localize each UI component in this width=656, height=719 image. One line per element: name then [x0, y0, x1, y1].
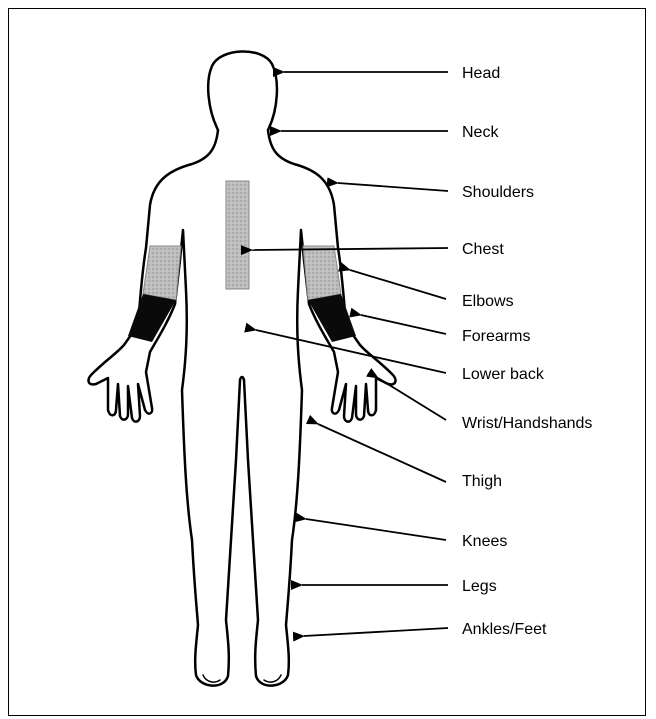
head-outline — [208, 51, 277, 130]
label-neck: Neck — [462, 124, 499, 141]
arrow-shoulders — [338, 183, 448, 191]
label-head: Head — [462, 65, 500, 82]
left-body-outline — [89, 130, 240, 686]
label-chest: Chest — [462, 241, 504, 258]
label-elbows: Elbows — [462, 293, 514, 310]
crotch-outline — [240, 377, 244, 380]
label-forearms: Forearms — [462, 328, 530, 345]
arrow-ankles-feet — [304, 628, 448, 636]
arrow-wrist-hands — [378, 378, 446, 420]
label-legs: Legs — [462, 578, 497, 595]
right-upper-arm-sensor — [303, 246, 341, 300]
label-thigh: Thigh — [462, 473, 502, 490]
right-foot-detail — [264, 675, 281, 682]
labels: Head Neck Shoulders Chest Elbows Forearm… — [462, 65, 592, 638]
arrow-chest — [252, 248, 448, 250]
arrow-forearms — [361, 315, 446, 334]
label-lower-back: Lower back — [462, 366, 545, 383]
label-wrist-hands: Wrist/Handshands — [462, 415, 592, 432]
left-foot-detail — [203, 675, 220, 682]
chest-sensor-patch — [226, 181, 249, 289]
body-outline — [89, 51, 396, 685]
label-shoulders: Shoulders — [462, 184, 534, 201]
arrow-elbows — [350, 270, 446, 299]
right-body-outline — [244, 130, 395, 686]
label-knees: Knees — [462, 533, 507, 550]
arrow-thigh — [318, 424, 446, 482]
label-ankles-feet: Ankles/Feet — [462, 621, 547, 638]
arrow-knees — [306, 519, 446, 540]
left-upper-arm-sensor — [143, 246, 181, 300]
